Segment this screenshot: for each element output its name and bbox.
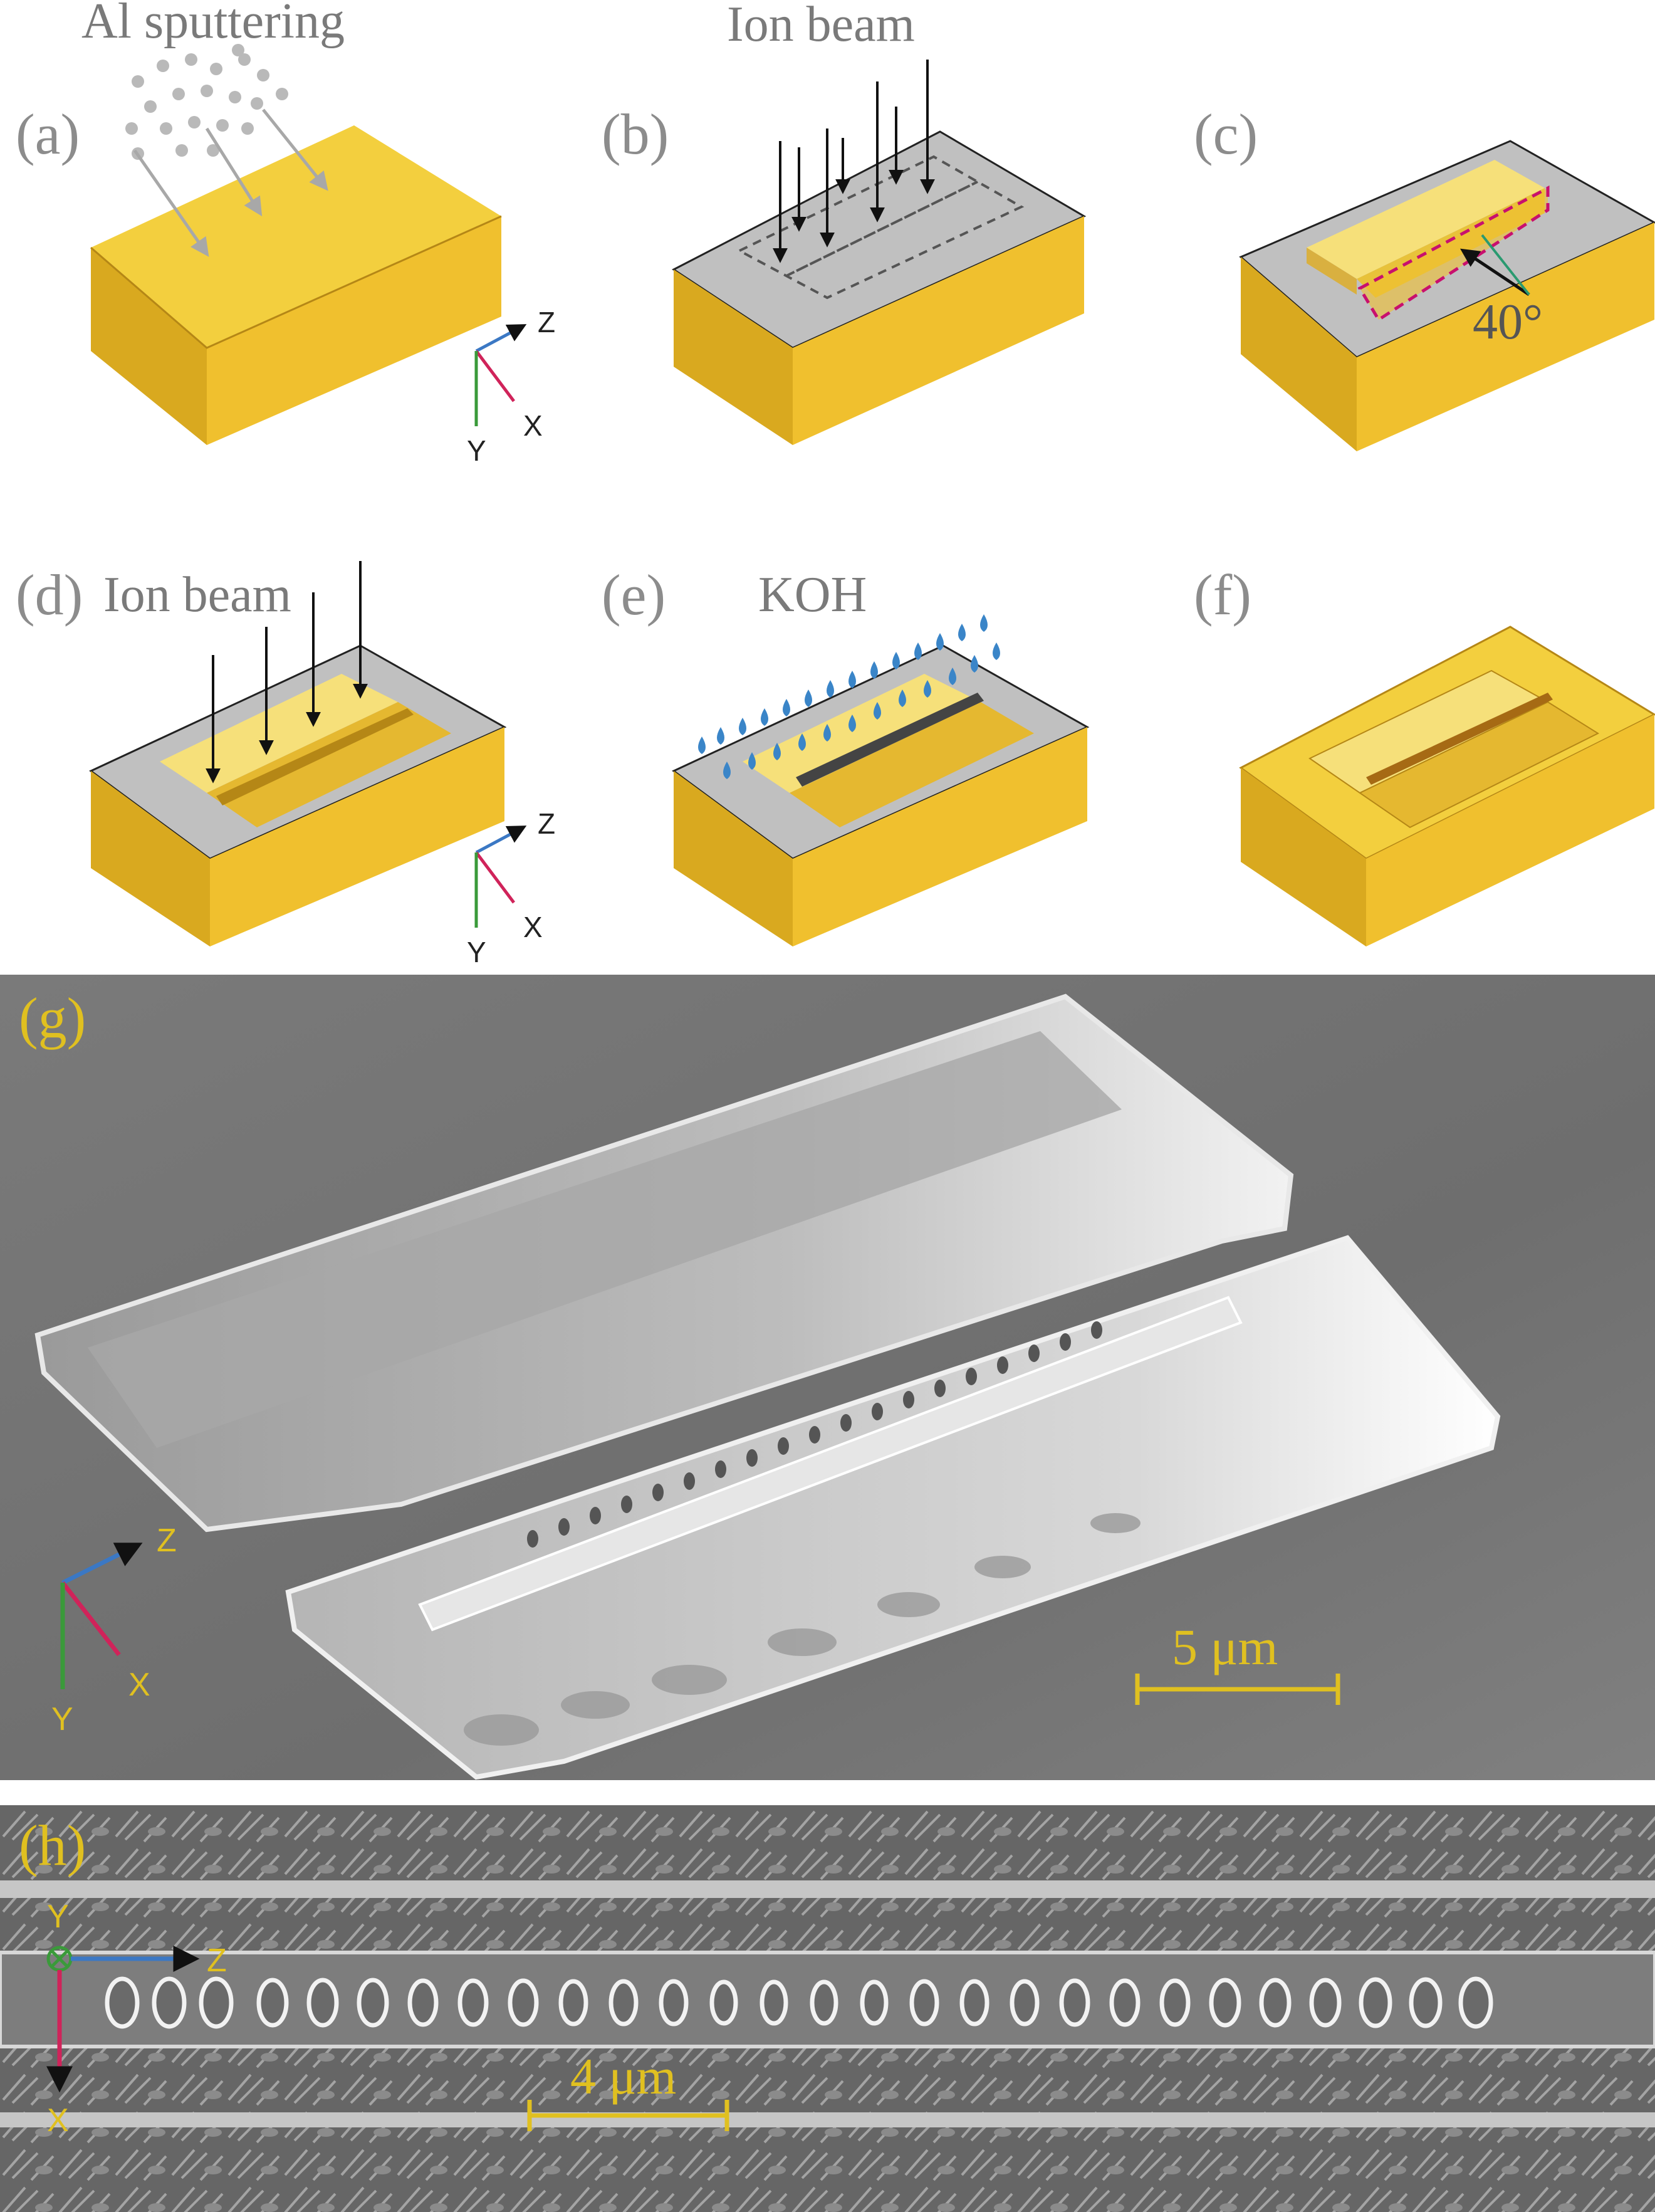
panel-d: (d) Ion beam Z X Y: [16, 561, 555, 968]
mill-region-outline: [736, 155, 1025, 300]
axis-x-label: X: [523, 409, 543, 442]
panel-e-label: (e): [602, 563, 666, 627]
axis-x-label: X: [47, 2102, 69, 2139]
panel-e: (e) KOH: [602, 563, 1090, 946]
gold-block-a: [90, 125, 502, 445]
panel-d-caption: Ion beam: [103, 567, 291, 622]
panel-b: (b) Ion beam: [602, 0, 1087, 445]
axis-z-label: Z: [538, 807, 555, 840]
final-gold-block: [1239, 626, 1655, 946]
angle-value: 40°: [1473, 295, 1543, 350]
panel-c-label: (c): [1194, 102, 1258, 166]
axis-y-label: Y: [47, 1899, 69, 1935]
lower-pit: [285, 1235, 1501, 1780]
axis-y-label: Y: [51, 1701, 73, 1738]
al-particles: [125, 44, 288, 160]
milled-block-c: [1239, 140, 1655, 451]
al-coated-block-b: [672, 130, 1087, 445]
ion-beam-arrows-b: [773, 60, 935, 263]
panel-g-label: (g): [19, 986, 86, 1050]
rail-lower: [0, 2112, 1655, 2127]
suspended-beam: [418, 1296, 1243, 1632]
axis-triad-h: Y Z X: [46, 1899, 227, 2139]
panel-b-caption: Ion beam: [727, 0, 915, 52]
nanobeam-holes: [105, 1976, 1493, 2029]
axis-triad-a: Z X Y: [467, 306, 555, 467]
koh-droplets: [698, 614, 1000, 779]
block-e: [672, 644, 1090, 946]
cut-plane-outline: [1357, 185, 1550, 322]
axis-y-label: Y: [467, 434, 486, 467]
rail-upper: [0, 1880, 1655, 1898]
panel-g-sem: (g) Z X Y 5 μm: [0, 975, 1655, 1780]
axis-triad-g: Z X Y: [51, 1523, 177, 1738]
scale-bar-g: 5 μm: [1135, 1618, 1340, 1705]
panel-h-sem: (h) Y Z X 4 μm: [0, 1805, 1655, 2212]
axis-y-label: Y: [467, 936, 486, 968]
panel-a-caption: Al sputtering: [81, 0, 345, 49]
block-d: [89, 644, 507, 946]
etch-debris: [464, 1513, 1141, 1746]
ion-beam-arrows-d: [206, 561, 368, 784]
axis-z-label: Z: [538, 306, 555, 338]
angle-indicator: 40°: [1460, 234, 1543, 350]
scale-bar-g-label: 5 μm: [1172, 1618, 1278, 1675]
panel-c: (c) 40°: [1194, 102, 1655, 451]
axis-x-label: X: [128, 1667, 150, 1703]
scale-bar-h-label: 4 μm: [570, 2048, 676, 2105]
axis-z-label: Z: [207, 1942, 227, 1979]
scale-bar-h: 4 μm: [527, 2048, 729, 2131]
axis-x-label: X: [523, 911, 543, 943]
panel-a-label: (a): [16, 102, 80, 166]
axis-z-label: Z: [157, 1523, 177, 1559]
sputter-arrows: [133, 108, 328, 257]
panel-a: (a) Al sputtering Z X Y: [16, 0, 555, 467]
panel-d-label: (d): [16, 563, 83, 627]
panel-h-label: (h): [19, 1813, 86, 1877]
panel-f-label: (f): [1194, 563, 1251, 627]
panel-e-caption: KOH: [758, 567, 867, 622]
axis-triad-d: Z X Y: [467, 807, 555, 968]
panel-f: (f): [1194, 563, 1655, 946]
beam-holes: [527, 1321, 1102, 1548]
panel-b-label: (b): [602, 102, 669, 166]
